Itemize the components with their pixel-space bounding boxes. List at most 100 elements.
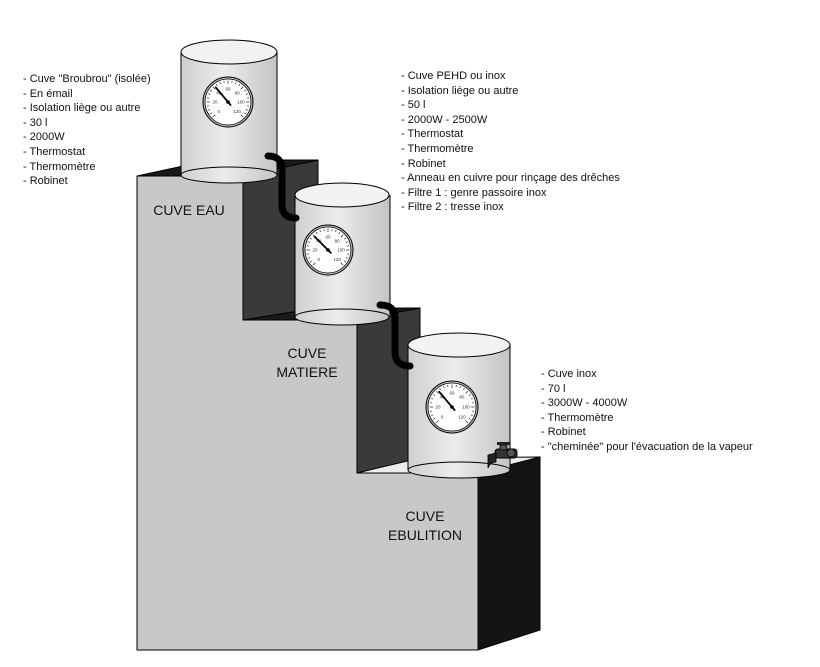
gauge-tick xyxy=(244,89,247,92)
gauge-tick xyxy=(308,257,311,259)
gauge-tick xyxy=(315,231,318,234)
gauge-tick xyxy=(459,386,461,389)
gauge-tick xyxy=(470,398,473,400)
gauge-tick xyxy=(208,93,211,95)
gauge-tick xyxy=(219,82,221,85)
label-mash-line1: CUVE xyxy=(288,345,327,361)
gauge-number: 0 xyxy=(441,414,444,419)
gauge-tick xyxy=(340,262,344,266)
gauge-tick xyxy=(470,414,473,416)
gauge-number: 0 xyxy=(318,257,321,262)
gauge-tick xyxy=(338,231,341,234)
gauge-pivot xyxy=(226,100,230,104)
gauge-tick xyxy=(463,388,465,391)
gauge-tick xyxy=(309,260,312,263)
gauge-tick xyxy=(208,109,211,111)
gauge-number: 20 xyxy=(435,405,441,410)
spec-item: - Filtre 1 : genre passoire inox xyxy=(401,186,547,199)
spec-item: - Thermomètre xyxy=(23,160,96,173)
spec-item: - Isolation liège ou autre xyxy=(23,102,141,115)
spec-item: - 2000W xyxy=(23,131,65,144)
gauge-number: 40 xyxy=(440,395,446,400)
gauge-tick xyxy=(309,237,312,240)
spec-item: - Isolation liège ou autre xyxy=(401,84,519,97)
gauge-tick xyxy=(345,257,348,259)
spec-item: - Robinet xyxy=(401,157,446,170)
gauge-number: 20 xyxy=(212,100,218,105)
spec-item: - 70 l xyxy=(541,382,566,395)
spec-item: - Thermostat xyxy=(23,145,86,158)
gauge-tick xyxy=(435,420,439,424)
gauge-tick xyxy=(209,112,212,115)
spec-item: - Thermostat xyxy=(401,128,464,141)
gauge-tick xyxy=(319,230,321,233)
gauge-tick xyxy=(439,388,441,391)
tap-icon xyxy=(487,442,518,469)
gauge-tick xyxy=(465,390,469,394)
gauge-number: 100 xyxy=(337,248,345,253)
gauge-tick xyxy=(238,83,241,86)
pipe-water-to-mash xyxy=(264,152,300,222)
spec-item: - 30 l xyxy=(23,116,48,129)
gauge-pivot xyxy=(326,248,330,252)
label-boil-line2: EBULITION xyxy=(388,527,462,543)
gauge-number: 60 xyxy=(225,87,231,92)
spec-item: - 3000W - 4000W xyxy=(541,397,628,410)
gauge-tick xyxy=(240,114,244,118)
gauge-tick xyxy=(468,394,471,396)
gauge-tick xyxy=(468,418,471,420)
spec-item: - 2000W - 2500W xyxy=(401,113,488,126)
gauge-tick xyxy=(433,394,436,396)
spec-item: - Cuve inox xyxy=(541,368,597,380)
gauge-number: 120 xyxy=(458,414,466,419)
gauge-tick xyxy=(245,109,248,111)
spec-item: - Cuve PEHD ou inox xyxy=(401,70,506,82)
label-mash-line2: MATIERE xyxy=(276,364,337,380)
spec-list-mash: - Cuve PEHD ou inox - Isolation liège ou … xyxy=(401,69,620,215)
spec-item: - Thermomètre xyxy=(541,411,614,424)
gauge-tick xyxy=(345,241,348,243)
spec-item: - Anneau en cuivre pour rinçage des drêc… xyxy=(401,172,620,185)
gauge-number: 120 xyxy=(333,257,341,262)
gauge-tick xyxy=(335,230,337,233)
spec-list-water: - Cuve "Broubrou" (isolée)- En émail- Is… xyxy=(23,72,151,189)
gauge-tick xyxy=(209,89,212,92)
gauge-tick xyxy=(244,112,247,115)
gauge-tick xyxy=(245,93,248,95)
spec-item: - "cheminée" pour l'évacuation de la vap… xyxy=(541,440,753,453)
gauge-number: 100 xyxy=(237,100,245,105)
gauge-tick xyxy=(235,82,237,85)
gauge-number: 40 xyxy=(216,90,222,95)
gauge-tick xyxy=(465,420,469,424)
gauge-pivot xyxy=(450,405,454,409)
gauge-number: 80 xyxy=(235,90,241,95)
label-water-line1: CUVE EAU xyxy=(153,202,225,218)
spec-item: - Robinet xyxy=(541,426,586,439)
pipe-mash-to-boil xyxy=(376,301,414,370)
gauge-tick xyxy=(431,414,434,416)
gauge-number: 120 xyxy=(233,109,241,114)
spec-item: - 50 l xyxy=(401,99,426,112)
spec-item: - Filtre 2 : tresse inox xyxy=(401,201,504,214)
gauge-tick xyxy=(344,260,347,263)
gauge-tick xyxy=(433,418,436,420)
gauge-tick xyxy=(240,86,244,90)
gauge-tick xyxy=(308,241,311,243)
spec-item: - Cuve "Broubrou" (isolée) xyxy=(23,73,151,85)
gauge-tick xyxy=(212,114,216,118)
gauge-number: 80 xyxy=(335,238,341,243)
gauge-tick xyxy=(215,83,218,86)
gauge-number: 0 xyxy=(218,109,221,114)
gauge-tick xyxy=(312,262,316,266)
gauge-tick xyxy=(435,390,439,394)
gauge-number: 80 xyxy=(459,395,465,400)
spec-list-boil: - Cuve inox - 70 l - 3000W - 4000W- Thermo… xyxy=(541,367,753,455)
gauge-number: 20 xyxy=(312,248,318,253)
gauge-tick xyxy=(344,237,347,240)
gauge-tick xyxy=(431,398,434,400)
tank-water xyxy=(180,39,278,184)
